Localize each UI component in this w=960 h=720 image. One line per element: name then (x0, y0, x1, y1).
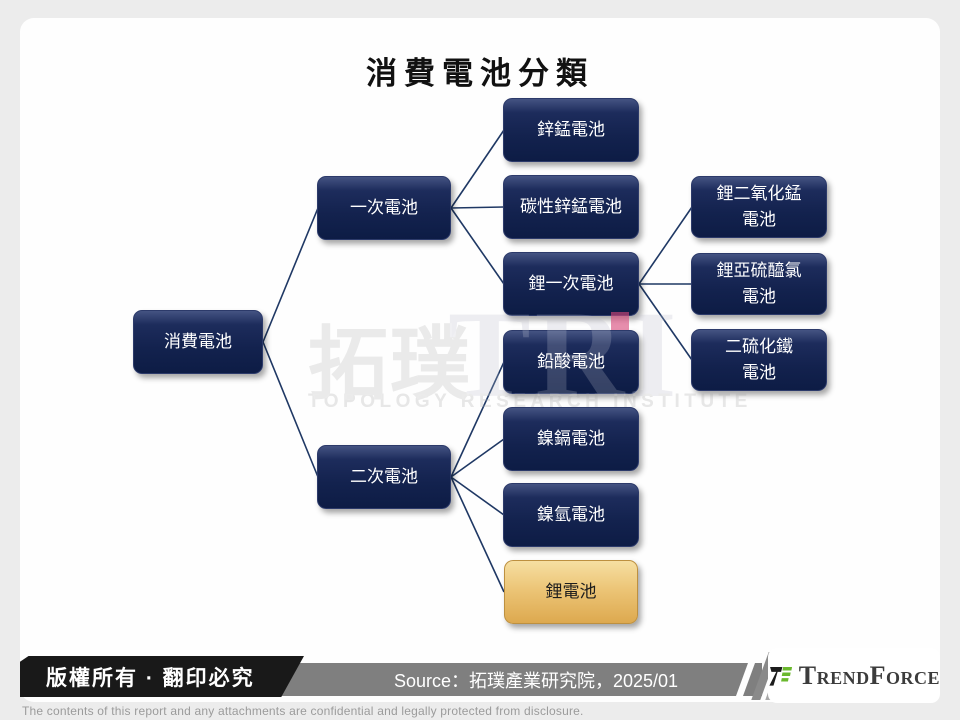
source-text: Source：拓璞產業研究院，2025/01 (393, 670, 679, 691)
node-lithium-thionyl-chloride: 鋰亞硫醯氯 電池 (691, 253, 827, 315)
node-label-line1: 二硫化鐵 (725, 337, 793, 356)
disclaimer-text: The contents of this report and any atta… (22, 704, 584, 718)
page-title: 消費電池分類 (366, 56, 594, 91)
node-iron-disulfide: 二硫化鐵 電池 (691, 329, 827, 391)
source-bar: Source：拓璞產業研究院，2025/01 (270, 663, 762, 696)
node-label-line2: 電池 (742, 210, 776, 229)
node-label: 鉛酸電池 (537, 352, 605, 371)
node-label-line2: 電池 (742, 363, 776, 382)
node-secondary-battery: 二次電池 (317, 445, 451, 509)
node-label: 鎳氫電池 (537, 505, 605, 524)
node-lithium-manganese-dioxide: 鋰二氧化錳 電池 (691, 176, 827, 238)
copyright-text: 版權所有 · 翻印必究 (46, 666, 255, 690)
node-consumer-battery: 消費電池 (133, 310, 263, 374)
node-label: 碳性鋅錳電池 (520, 197, 622, 216)
node-nickel-metal-hydride: 鎳氫電池 (503, 483, 639, 547)
node-label: 二次電池 (350, 467, 418, 486)
node-label-line1: 鋰亞硫醯氯 (716, 261, 802, 280)
node-nickel-cadmium: 鎳鎘電池 (503, 407, 639, 471)
trendforce-wordmark: TrendForce (798, 660, 940, 690)
node-label: 鋅錳電池 (537, 120, 605, 139)
node-label: 消費電池 (164, 332, 232, 351)
node-label-line2: 電池 (742, 287, 776, 306)
node-label-line1: 鋰二氧化錳 (716, 184, 802, 203)
node-lithium-primary: 鋰一次電池 (503, 252, 639, 316)
node-lithium-battery-highlighted: 鋰電池 (504, 560, 638, 624)
node-lead-acid: 鉛酸電池 (503, 330, 639, 394)
node-label: 鋰一次電池 (528, 274, 614, 293)
node-primary-battery: 一次電池 (317, 176, 451, 240)
node-carbon-zinc-manganese: 碳性鋅錳電池 (503, 175, 639, 239)
node-label: 鎳鎘電池 (537, 429, 605, 448)
node-label: 一次電池 (350, 198, 418, 217)
copyright-ribbon: 版權所有 · 翻印必究 (20, 656, 304, 697)
trendforce-mark-icon (769, 666, 793, 686)
node-label: 鋰電池 (545, 582, 597, 601)
trendforce-logo: TrendForce (768, 648, 940, 703)
node-zinc-manganese: 鋅錳電池 (503, 98, 639, 162)
